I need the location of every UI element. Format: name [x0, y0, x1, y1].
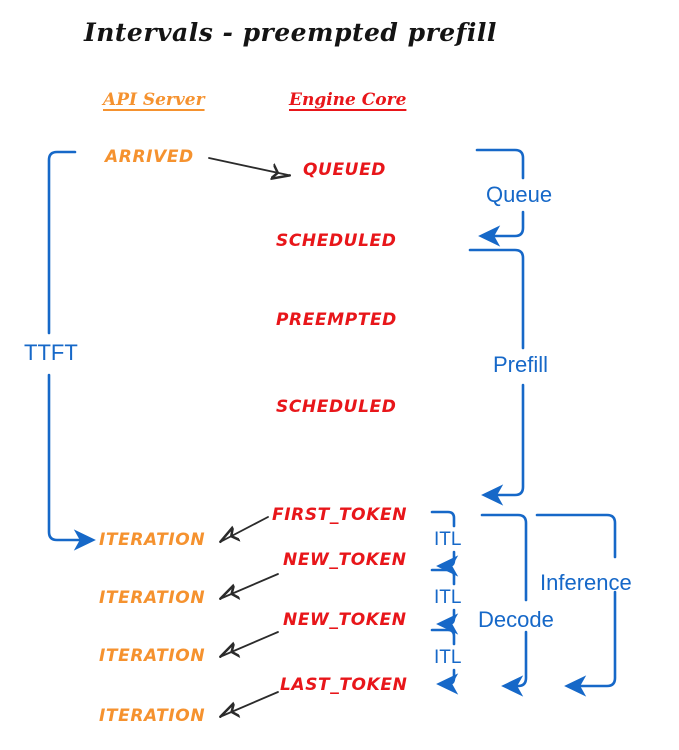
engine-event-new-token-2: NEW_TOKEN — [283, 610, 407, 630]
bracket-ttft — [47, 150, 96, 551]
interval-label-prefill: Prefill — [493, 352, 549, 377]
arrow-last-token-to-iteration-3 — [222, 691, 279, 716]
engine-event-preempted: PREEMPTED — [276, 310, 397, 330]
page-title: Intervals - preempted prefill — [84, 18, 497, 47]
interval-label-queue: Queue — [486, 182, 553, 207]
api-event-iteration-2: ITERATION — [99, 588, 206, 608]
bracket-itl-3 — [430, 628, 459, 695]
bracket-inference — [535, 513, 617, 697]
bracket-itl-2 — [430, 568, 459, 635]
arrow-first-token-to-iteration — [222, 516, 269, 541]
api-event-iteration-4: ITERATION — [99, 706, 206, 726]
bracket-queue — [475, 148, 525, 247]
bracket-decode — [480, 513, 528, 697]
column-header-engine-core: Engine Core — [289, 90, 407, 110]
api-event-arrived: ARRIVED — [105, 147, 194, 167]
column-header-api-server: API Server — [103, 90, 205, 110]
engine-event-new-token-1: NEW_TOKEN — [283, 550, 407, 570]
interval-label-itl-1: ITL — [434, 529, 462, 550]
api-event-iteration-1: ITERATION — [99, 530, 206, 550]
engine-event-first-token: FIRST_TOKEN — [272, 505, 408, 525]
bracket-itl-1 — [430, 510, 459, 577]
api-event-iteration-3: ITERATION — [99, 646, 206, 666]
interval-label-itl-2: ITL — [434, 587, 462, 608]
bracket-prefill — [468, 248, 525, 506]
arrow-new-token-to-iteration-1 — [222, 573, 279, 598]
interval-label-decode: Decode — [478, 607, 554, 632]
interval-label-ttft: TTFT — [24, 340, 78, 365]
arrow-new-token-to-iteration-2 — [222, 631, 279, 656]
engine-event-queued: QUEUED — [303, 160, 386, 180]
interval-label-itl-3: ITL — [434, 647, 462, 668]
interval-label-inference: Inference — [540, 570, 632, 595]
engine-event-scheduled-2: SCHEDULED — [276, 397, 397, 417]
engine-event-scheduled-1: SCHEDULED — [276, 231, 397, 251]
arrow-arrived-to-queued — [208, 157, 288, 175]
engine-event-last-token: LAST_TOKEN — [280, 675, 408, 695]
